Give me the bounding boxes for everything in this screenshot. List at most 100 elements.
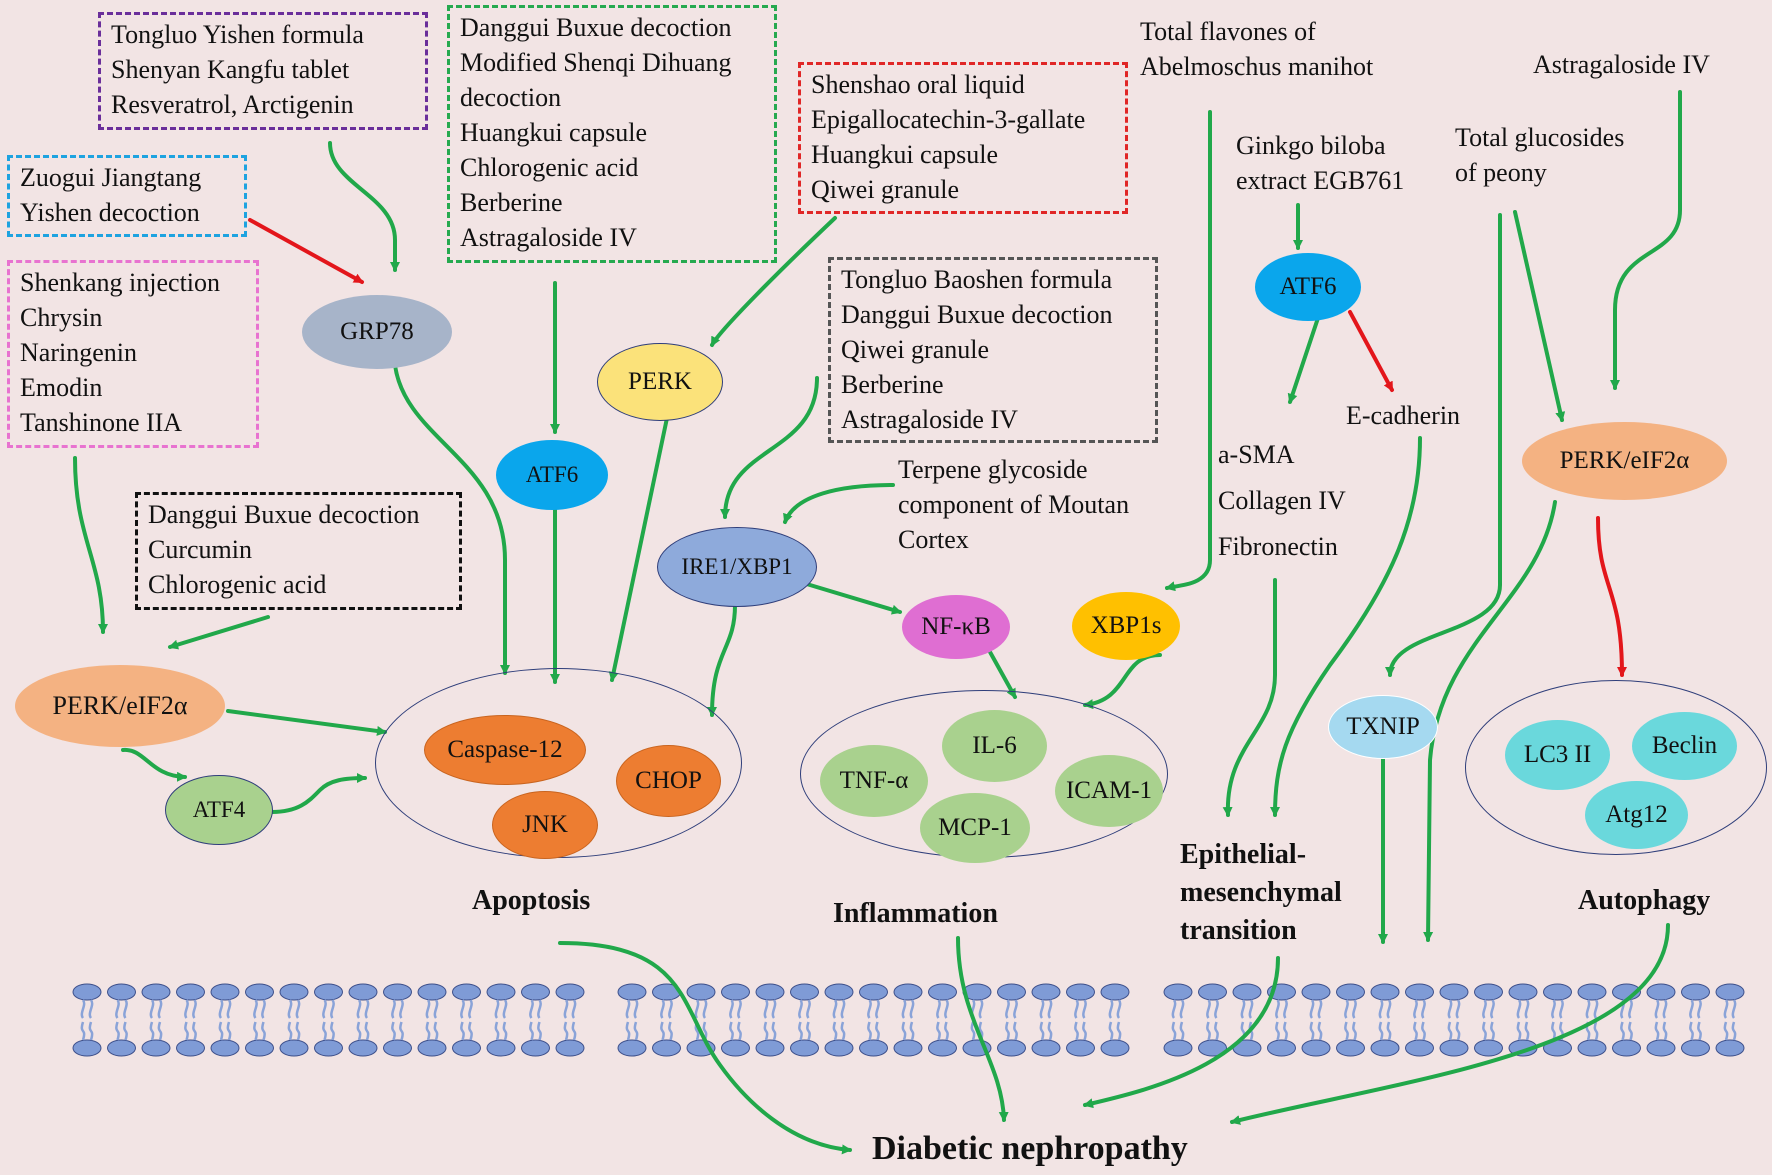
lipid-tail bbox=[391, 999, 396, 1019]
lipid-head bbox=[1508, 983, 1538, 1001]
lipid-tail bbox=[1593, 999, 1599, 1019]
node-xbp1s: XBP1s bbox=[1072, 592, 1180, 660]
box-line: Shenyan Kangfu tablet bbox=[111, 55, 350, 84]
lipid-tail bbox=[936, 999, 941, 1019]
label-line: Cortex bbox=[898, 525, 969, 554]
lipid-tail bbox=[1171, 999, 1177, 1019]
lipid-tail bbox=[1413, 1021, 1418, 1041]
box-line: Tanshinone IIA bbox=[20, 408, 183, 437]
lipid-tail bbox=[1116, 1021, 1122, 1041]
lipid-head bbox=[1405, 983, 1434, 1001]
box-line: Danggui Buxue decoction bbox=[460, 13, 732, 42]
lipid-head bbox=[1198, 983, 1227, 1001]
lipid-tail bbox=[1214, 1021, 1219, 1041]
lipid-tail bbox=[468, 1021, 473, 1041]
outcome-autophagy: Autophagy bbox=[1578, 885, 1711, 916]
node-label: TXNIP bbox=[1346, 713, 1420, 740]
lipid-tail bbox=[625, 999, 631, 1019]
node-atf6-left: ATF6 bbox=[496, 440, 608, 510]
lipid-head bbox=[1577, 983, 1607, 1001]
lipid-head bbox=[617, 1039, 647, 1057]
label-line: component of Moutan bbox=[898, 490, 1130, 519]
node-label: GRP78 bbox=[340, 318, 414, 345]
lipid-tail bbox=[330, 999, 335, 1019]
lipid-tail bbox=[901, 999, 907, 1019]
lipid-tail bbox=[1455, 1021, 1461, 1041]
lipid-tail bbox=[356, 999, 362, 1019]
lipid-tail bbox=[1013, 999, 1018, 1019]
lipid-head bbox=[1163, 1039, 1193, 1057]
arrow-inflammation-to-dn bbox=[956, 936, 1009, 1122]
arrow-perk-to-atf4 bbox=[121, 747, 187, 782]
lipid-tail bbox=[1482, 999, 1487, 1019]
marker-icam1: ICAM-1 bbox=[1055, 755, 1163, 827]
outcome-line: transition bbox=[1180, 915, 1297, 946]
label-line: Abelmoschus manihot bbox=[1140, 52, 1374, 81]
marker-beclin: Beclin bbox=[1632, 712, 1737, 780]
box-line: Shenshao oral liquid bbox=[811, 70, 1025, 99]
marker-chop: CHOP bbox=[616, 745, 721, 817]
lipid-tail bbox=[840, 1021, 846, 1041]
lipid-tail bbox=[287, 1021, 293, 1041]
box-line: Huangkui capsule bbox=[460, 118, 648, 147]
lipid-head bbox=[72, 1039, 102, 1057]
lipid-tail bbox=[1317, 1021, 1323, 1041]
arrow-blue-to-grp78 bbox=[248, 218, 364, 284]
lipid-tail bbox=[399, 999, 404, 1019]
lipid-tail bbox=[1731, 999, 1737, 1019]
lipid-tail bbox=[433, 999, 439, 1019]
lipid-head bbox=[617, 983, 647, 1001]
lipid-tail bbox=[702, 999, 708, 1019]
lipid-tail bbox=[80, 1021, 86, 1041]
lipid-head bbox=[755, 983, 785, 1001]
lipid-tail bbox=[1039, 999, 1045, 1019]
box-line: Chlorogenic acid bbox=[460, 153, 639, 182]
lipid-head bbox=[790, 1039, 819, 1057]
lipid-tail bbox=[875, 1021, 880, 1041]
label-line: Total flavones of bbox=[1140, 17, 1316, 46]
arrow-emt-to-dn bbox=[1083, 956, 1280, 1109]
node-perk: PERK bbox=[597, 343, 723, 421]
lipid-tail bbox=[1585, 999, 1591, 1019]
lipid-head bbox=[314, 983, 343, 1001]
arrow-ecadherin-to-emt bbox=[1270, 436, 1422, 817]
arrow-flavones-to-xbp1s bbox=[1165, 110, 1212, 592]
lipid-tail bbox=[356, 1021, 362, 1041]
box-line: Shenkang injection bbox=[20, 268, 221, 297]
box-line: Astragaloside IV bbox=[460, 223, 637, 252]
marker-lc3: LC3 II bbox=[1505, 720, 1610, 790]
marker-mcp1: MCP-1 bbox=[920, 793, 1030, 863]
lipid-head bbox=[1267, 1039, 1296, 1057]
lipid-head bbox=[210, 1039, 240, 1057]
box-line: Emodin bbox=[20, 373, 103, 402]
cell-membrane bbox=[72, 983, 1745, 1057]
lipid-tail bbox=[1421, 999, 1426, 1019]
box-line: Chlorogenic acid bbox=[148, 570, 327, 599]
label-emt-markers: a-SMA Collagen IV Fibronectin bbox=[1218, 432, 1346, 570]
lipid-tail bbox=[1559, 999, 1564, 1019]
lipid-tail bbox=[253, 999, 258, 1019]
lipid-tail bbox=[1421, 1021, 1426, 1041]
lipid-head bbox=[1681, 1039, 1710, 1057]
lipid-tail bbox=[1108, 999, 1114, 1019]
arrow-perk-to-autophagy bbox=[1596, 516, 1627, 677]
lipid-head bbox=[417, 1039, 447, 1057]
lipid-head bbox=[141, 1039, 171, 1057]
lipid-head bbox=[859, 1039, 888, 1057]
lipid-tail bbox=[226, 999, 232, 1019]
lipid-tail bbox=[425, 1021, 431, 1041]
lipid-head bbox=[452, 983, 481, 1001]
outcome-diabetic-nephropathy: Diabetic nephropathy bbox=[872, 1130, 1188, 1167]
lipid-tail bbox=[1490, 999, 1495, 1019]
lipid-tail bbox=[502, 1021, 508, 1041]
lipid-tail bbox=[425, 999, 431, 1019]
lipid-tail bbox=[1275, 1021, 1280, 1041]
lipid-tail bbox=[1082, 999, 1087, 1019]
lipid-tail bbox=[1455, 999, 1461, 1019]
box-line: Qiwei granule bbox=[841, 335, 990, 364]
node-label: ATF6 bbox=[1279, 273, 1337, 300]
lipid-tail bbox=[1344, 1021, 1349, 1041]
lipid-tail bbox=[1662, 1021, 1668, 1041]
label-line: Total glucosides bbox=[1455, 123, 1625, 152]
